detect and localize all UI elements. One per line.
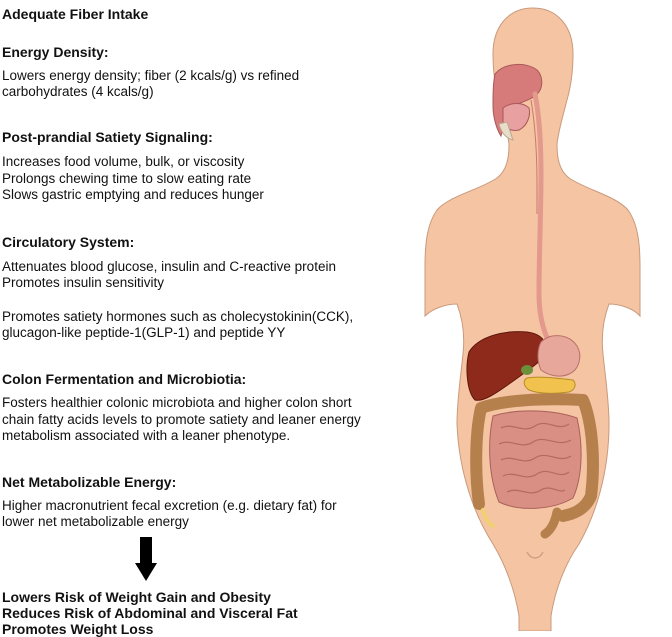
section-satiety-line: Prolongs chewing time to slow eating rat… bbox=[2, 171, 252, 186]
title: Adequate Fiber Intake bbox=[2, 6, 149, 22]
conclusion-line: Lowers Risk of Weight Gain and Obesity bbox=[2, 589, 271, 605]
stomach bbox=[537, 335, 581, 377]
colon bbox=[470, 393, 599, 522]
section-colon-line: chain fatty acids levels to promote sati… bbox=[2, 412, 361, 427]
esophagus bbox=[532, 91, 552, 345]
body-silhouette bbox=[424, 7, 641, 631]
section-colon-line: metabolism associated with a leaner phen… bbox=[2, 428, 291, 443]
intestine-folds bbox=[498, 422, 572, 494]
rectum bbox=[540, 507, 562, 539]
appendix bbox=[481, 508, 495, 528]
section-net-energy-line: lower net metabolizable energy bbox=[2, 514, 189, 529]
conclusion-line: Reduces Risk of Abdominal and Visceral F… bbox=[2, 605, 298, 621]
human-body-illustration bbox=[424, 7, 641, 631]
section-circulatory-line: Attenuates blood glucose, insulin and C-… bbox=[2, 259, 336, 274]
section-colon-heading: Colon Fermentation and Microbiotia: bbox=[2, 371, 247, 387]
section-satiety-line: Slows gastric emptying and reduces hunge… bbox=[2, 187, 264, 202]
section-net-energy-line: Higher macronutrient fecal excretion (e.… bbox=[2, 498, 337, 513]
section-energy-density-line: Lowers energy density; fiber (2 kcals/g)… bbox=[2, 68, 300, 83]
section-circulatory-line: Promotes satiety hormones such as cholec… bbox=[2, 309, 354, 324]
section-circulatory-line: Promotes insulin sensitivity bbox=[2, 275, 165, 290]
section-circulatory-line: glucagon-like peptide-1(GLP-1) and pepti… bbox=[2, 325, 286, 340]
section-circulatory-heading: Circulatory System: bbox=[2, 234, 135, 250]
gallbladder bbox=[521, 365, 533, 375]
section-net-energy-heading: Net Metabolizable Energy: bbox=[2, 474, 177, 490]
section-satiety-heading: Post-prandial Satiety Signaling: bbox=[2, 129, 213, 145]
section-satiety-line: Increases food volume, bulk, or viscosit… bbox=[2, 154, 245, 169]
jaw-bone bbox=[498, 121, 514, 141]
small-intestine bbox=[489, 410, 582, 509]
pancreas bbox=[523, 376, 576, 394]
section-colon-line: Fosters healthier colonic microbiota and… bbox=[2, 395, 352, 410]
down-arrow-icon bbox=[135, 537, 157, 581]
section-energy-density-line: carbohydrates (4 kcals/g) bbox=[2, 84, 154, 99]
conclusions: Lowers Risk of Weight Gain and Obesity R… bbox=[2, 589, 298, 637]
conclusion-line: Promotes Weight Loss bbox=[2, 621, 154, 637]
section-energy-density-heading: Energy Density: bbox=[2, 44, 109, 60]
groin-mark bbox=[526, 551, 544, 559]
trachea bbox=[530, 99, 538, 214]
